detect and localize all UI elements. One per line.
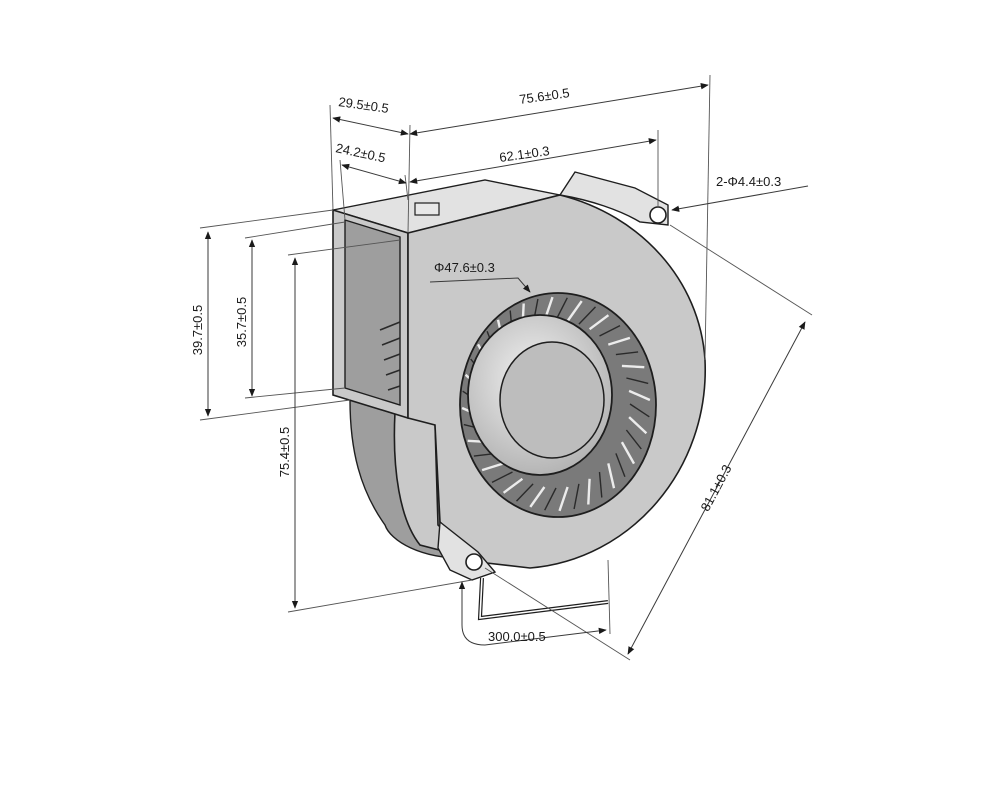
dim-outlet-depth: 29.5±0.5 [338,94,390,116]
impeller-blade [481,462,505,472]
dim-overall-height: 75.4±0.5 [277,427,292,478]
impeller-blade [502,477,524,494]
impeller-blade [529,486,546,508]
outlet-opening [344,219,401,406]
lead-wire [477,577,609,621]
impeller-blade [515,483,534,502]
dim-hub-diameter: Φ47.6±0.3 [434,260,495,275]
dim-overall-width: 75.6±0.5 [518,85,570,107]
impeller-blade [578,306,597,325]
mount-hole-bottom [465,553,483,571]
impeller-blade [558,486,569,512]
outlet-vanes [379,321,401,391]
dim-outlet-height: 39.7±0.5 [190,305,205,356]
impeller-blade [544,487,557,511]
dim-hole-span: 62.1±0.3 [498,143,550,165]
impeller-blade [566,300,583,322]
mount-ear-top [558,171,669,226]
impeller-blade [573,483,580,510]
dimension-lines [199,74,813,661]
impeller-blade [587,478,591,505]
impeller-blade [588,314,610,331]
impeller-blade [607,336,631,346]
impeller-blade [621,364,645,369]
dim-lead-length: 300.0±0.5 [488,629,546,644]
impeller-blade [607,463,616,489]
impeller-blade [598,471,603,498]
dim-outlet-inner-height: 35.7±0.5 [234,297,249,348]
impeller-blade [555,297,568,321]
dim-outlet-inner: 24.2±0.5 [334,140,387,165]
impeller-blade [615,453,626,478]
connector-tab [414,202,440,216]
impeller-blade [599,324,621,337]
dim-mount-holes: 2-Φ4.4±0.3 [716,174,781,189]
dim-diagonal: 81.1±0.3 [698,462,735,514]
hub-center [499,341,605,459]
impeller-blade [491,471,513,484]
mount-hole-top [649,206,667,224]
blower-fan-icon [332,171,706,621]
